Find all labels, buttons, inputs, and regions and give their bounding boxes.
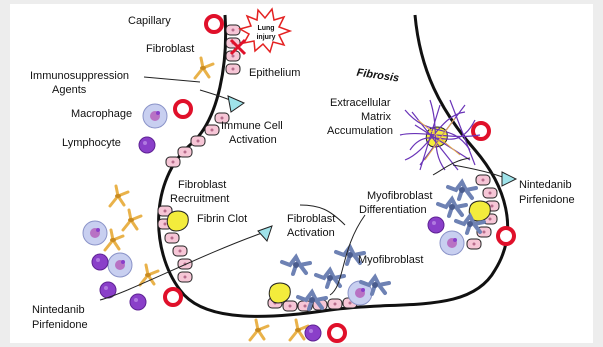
arrowhead-icon [258,226,272,241]
ecm-label-2: Matrix [361,111,391,123]
myofibroblast-differentiation-label-1: Myofibroblast [367,190,432,202]
fibroblast-activation-label-2: Activation [287,227,335,239]
fibroblast-icon [195,58,213,78]
fibroblast-activation-label-1: Fibroblast [287,213,335,225]
fibroblast-icon [110,186,128,206]
lung-injury-label-2: injury [256,34,275,41]
fibrosis-label: Fibrosis [356,67,400,85]
macrophage-label: Macrophage [71,108,132,120]
lung-injury-label-1: Lung [257,25,274,32]
arrowhead-icon [502,172,516,186]
pirfenidone-left-label-2: Pirfenidone [32,319,88,331]
fibroblast-recruitment-label-1: Fibroblast [178,179,226,191]
lymphocyte-label: Lymphocyte [62,137,121,149]
lymphocyte-icon [428,217,444,233]
capillary-ring-icon [165,289,181,305]
myofibroblast-differentiation-label-2: Differentiation [359,204,427,216]
lymphocyte-icon [92,254,108,270]
fibroblast-label: Fibroblast [146,43,194,55]
immunosuppression-label-1: Immunosuppression [30,70,129,82]
myofibroblast-icon [282,257,310,274]
capillary-ring-icon [473,123,489,139]
fibroblast-icon [250,320,268,340]
epithelium-label: Epithelium [249,67,300,79]
fibroblast-recruitment-label-2: Recruitment [170,193,229,205]
fibroblast-icon [123,210,141,230]
capillary-ring-icon [329,325,345,341]
fibrin-clot-label: Fibrin Clot [197,213,247,225]
macrophage-icon [440,231,464,255]
fibrin-clot-icon [167,211,188,231]
arrowhead-icon [228,96,244,112]
ecm-label-3: Accumulation [327,125,393,137]
capillary-ring-icon [498,228,514,244]
fibroblast-icon [105,230,123,250]
nintedanib-left-label-1: Nintedanib [32,304,85,316]
macrophage-icon [108,253,132,277]
pirfenidone-right-label-2: Pirfenidone [519,194,575,206]
nintedanib-right-label-1: Nintedanib [519,179,572,191]
fibroblast-icon [140,265,158,285]
immune-cell-label-2: Activation [229,134,277,146]
ecm-label-1: Extracellular [330,97,391,109]
myofibroblast-icon [438,199,466,216]
immune-cell-label-1: Immune Cell [221,120,283,132]
lymphocyte-icon [139,137,155,153]
macrophage-icon [143,104,167,128]
lymphocyte-icon [130,294,146,310]
macrophage-icon [83,221,107,245]
lymphocyte-icon [305,325,321,341]
capillary-ring-icon [175,101,191,117]
myofibroblast-label: Myofibroblast [358,254,423,266]
fibrosis-fibers [400,100,480,170]
epithelium-cells [158,25,499,311]
fibrin-clot-icon [269,283,290,303]
capillary-ring-icon [206,16,222,32]
immunosuppression-label-2: Agents [52,84,87,96]
capillary-label: Capillary [128,15,171,27]
